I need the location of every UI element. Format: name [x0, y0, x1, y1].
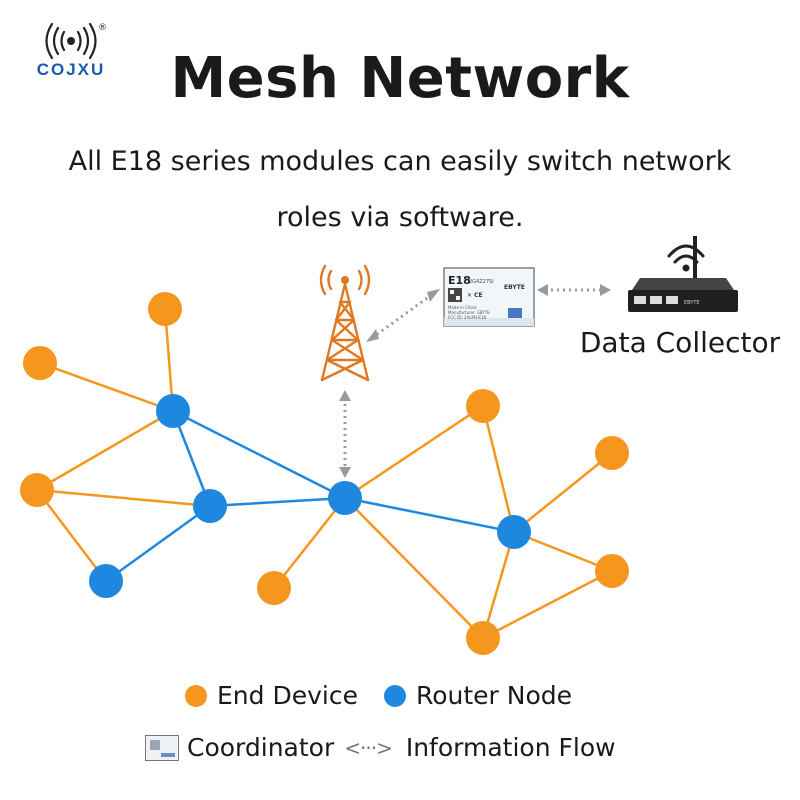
router-node [156, 394, 190, 428]
end-device-node [23, 346, 57, 380]
module-brand: EBYTE [504, 284, 525, 291]
end-device-node [20, 473, 54, 507]
network-link [344, 497, 484, 639]
router-node [193, 489, 227, 523]
end-device-node [257, 571, 291, 605]
network-link [513, 452, 613, 533]
svg-text:✕ CE: ✕ CE [467, 292, 483, 299]
legend-router-node: Router Node [415, 681, 573, 710]
legend-coordinator: Coordinator [187, 733, 335, 762]
logo-text: COJXU [36, 60, 106, 79]
subtitle-line-2: roles via software. [276, 202, 524, 233]
router-node [328, 481, 362, 515]
end-device-node [595, 436, 629, 470]
subtitle-line-1: All E18 series modules can easily switch… [68, 146, 732, 177]
network-link [36, 489, 107, 582]
page-subtitle: All E18 series modules can easily switch… [0, 134, 800, 246]
legend-end-device: End Device [217, 681, 358, 710]
end-device-node [148, 292, 182, 326]
router-node [497, 515, 531, 549]
brand-logo: ® COJXU [26, 22, 126, 92]
flow-arrowhead [600, 284, 611, 296]
module-origin: Made in China [448, 305, 477, 310]
information-flow-icon: <···> [344, 735, 393, 760]
network-link [105, 504, 211, 583]
network-links [36, 308, 613, 640]
legend-information-flow: Information Flow [405, 733, 616, 762]
network-link [513, 530, 613, 573]
network-link [273, 497, 346, 589]
legend-row: End Device Router Node [185, 681, 572, 710]
cell-tower-icon [319, 264, 371, 382]
flow-arrowhead [537, 284, 548, 296]
network-link [482, 569, 613, 640]
data-collector-label: Data Collector [579, 326, 781, 359]
signal-icon: ® [45, 22, 107, 60]
end-device-node [466, 621, 500, 655]
module-model: E18 [448, 274, 471, 287]
network-link [36, 409, 174, 492]
network-link [344, 496, 515, 534]
coordinator-module-icon [145, 734, 179, 761]
network-link [209, 496, 346, 508]
flow-arrowhead [427, 289, 440, 302]
module-fcc: FCC ID: 2ALPH-E18 [448, 315, 486, 320]
flow-arrow-tower-module [371, 291, 435, 340]
network-link [481, 405, 516, 533]
legend-row: Coordinator <···> Information Flow [145, 733, 616, 762]
end-device-node [466, 389, 500, 423]
network-link [344, 404, 484, 500]
router-node-dot-icon [383, 684, 406, 707]
network-link [481, 531, 516, 639]
network-nodes [20, 292, 629, 655]
data-collector-icon: EBYTE [628, 236, 738, 312]
module-part-number: 2G4Z27SI [469, 279, 494, 285]
module-manufacturer: Manufacturer: EBYTE [448, 310, 490, 315]
end-device-dot-icon [185, 684, 207, 707]
flow-arrowhead [339, 390, 351, 401]
page-title: Mesh Network [170, 46, 630, 111]
e18-module-icon: E18 2G4Z27SI EBYTE ✕ CE Made in China Ma… [443, 267, 535, 327]
collector-device-text: EBYTE [684, 300, 700, 306]
end-device-node [595, 554, 629, 588]
network-link [39, 361, 174, 413]
flow-arrowhead [339, 467, 351, 478]
flow-arrowhead [366, 329, 379, 342]
network-link [172, 409, 346, 500]
registered-mark: ® [98, 23, 107, 33]
network-link [163, 308, 175, 412]
network-link [36, 488, 211, 508]
router-node [89, 564, 123, 598]
